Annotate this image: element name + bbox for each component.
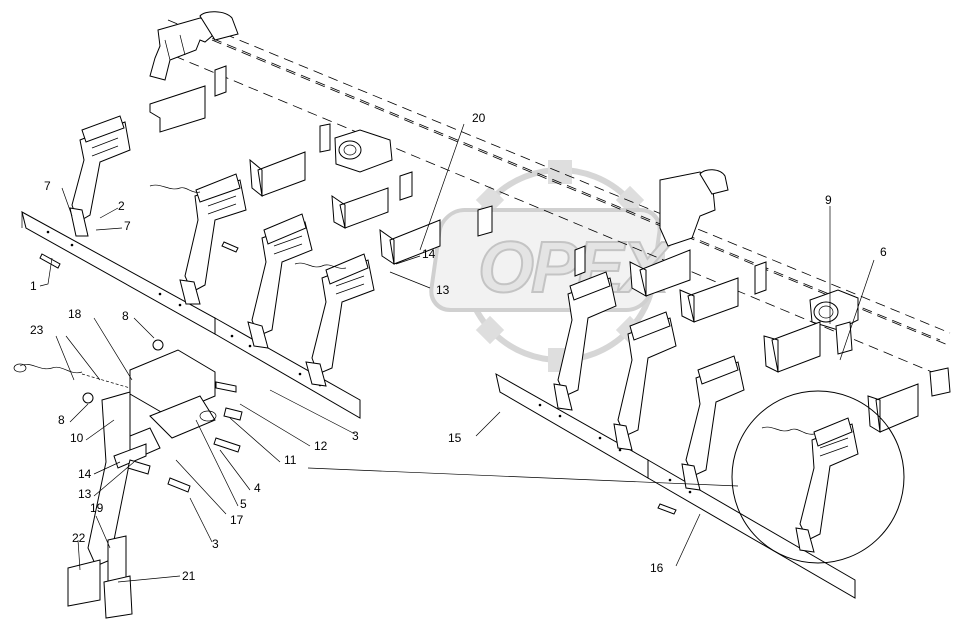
- callout-13: 13: [436, 283, 450, 297]
- callout-20: 20: [472, 111, 486, 125]
- callout-17: 17: [230, 513, 244, 527]
- callout-19: 19: [90, 501, 104, 515]
- callout-3: 3: [212, 537, 219, 551]
- frame-beam: [149, 11, 951, 397]
- callout-16: 16: [650, 561, 664, 575]
- callout-8: 8: [122, 309, 129, 323]
- callout-14: 14: [78, 467, 92, 481]
- callout-6: 6: [880, 245, 887, 259]
- callout-4: 4: [254, 481, 261, 495]
- right-bar-assembly: [495, 271, 856, 599]
- callout-11: 11: [284, 453, 297, 467]
- callout-12: 12: [314, 439, 328, 453]
- callout-15: 15: [448, 431, 462, 445]
- callout-8: 8: [58, 413, 65, 427]
- callout-23: 23: [30, 323, 44, 337]
- callout-21: 21: [182, 569, 196, 583]
- callout-18: 18: [68, 307, 82, 321]
- leader-lines: [39, 123, 875, 583]
- exploded-detail: [13, 339, 243, 619]
- callout-7: 7: [44, 179, 51, 193]
- callout-9: 9: [825, 193, 832, 207]
- callout-22: 22: [72, 531, 86, 545]
- callout-13: 13: [78, 487, 92, 501]
- mount-plates: [149, 85, 919, 433]
- callout-14: 14: [422, 247, 436, 261]
- callout-1: 1: [30, 279, 37, 293]
- callout-7: 7: [124, 219, 131, 233]
- left-bar-assembly: [21, 115, 375, 419]
- callout-2: 2: [118, 199, 125, 213]
- callout-5: 5: [240, 497, 247, 511]
- callout-labels: 1 2 3 3 4 5 6 7 7 8 8 9 10 11 12 13 13 1…: [30, 111, 887, 583]
- callout-3: 3: [352, 429, 359, 443]
- callout-10: 10: [70, 431, 84, 445]
- detail-circle: [307, 390, 905, 564]
